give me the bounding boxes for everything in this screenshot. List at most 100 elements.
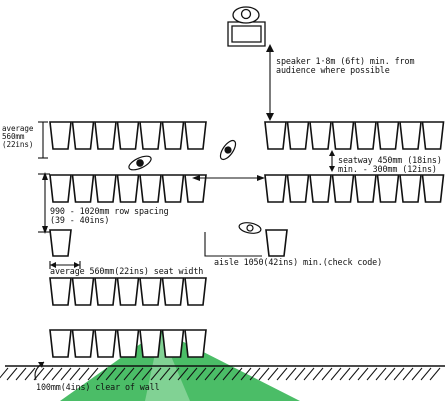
right-row-2-seat-3 [309,174,332,203]
left-row-1-seat-3 [94,121,117,150]
hatch-stroke [375,367,387,381]
hatch-stroke [420,367,432,381]
hatch-stroke [303,367,315,381]
hatch-stroke [6,367,18,381]
hatch-stroke [384,367,396,381]
left-row-2-seat-4 [116,174,140,203]
hatch-stroke [411,367,423,381]
hatch-stroke [222,367,234,381]
row-spacing-label: 990 - 1020mm row spacing (39 - 40ins) [50,206,169,225]
hatch-stroke [87,367,99,381]
hatch-stroke [267,367,279,381]
right-row-2-seat-7 [399,174,422,203]
left-row-4-seat-1 [49,277,72,306]
left-row-3-seat-1 [49,229,72,257]
left-row-5-seat-5 [139,329,162,358]
left-row-5-seat-6 [161,329,185,358]
left-row-4-seat-4 [116,277,140,306]
hatch-stroke [285,367,297,381]
hatch-stroke [276,367,288,381]
hatch-stroke [42,367,54,381]
seat-width-arrow-left [50,262,56,268]
hatch-stroke [69,367,81,381]
hatch-stroke [339,367,351,381]
left-row-2-seat-3 [94,174,117,203]
left-row-5-seat-7 [184,329,207,358]
hatch-stroke [15,367,27,381]
left-row-5-seat-2 [71,329,95,358]
person-in-seatway-left [128,155,152,171]
hatch-stroke [150,367,162,381]
right-row-2-seat-5 [354,174,377,203]
left-row-1-seat-5 [139,121,162,150]
speaker-arrow-bottom [266,113,274,121]
right-row-1-seat-1 [264,121,287,150]
left-row-2-seat-1 [49,174,72,203]
hatch-stroke [123,367,135,381]
hatch-stroke [105,367,117,381]
right-row-1-seat-8 [421,121,445,150]
right-row-1-seat-6 [376,121,400,150]
seat-depth-label: average 560mm (22ins) [2,124,34,149]
speaker-figure [227,6,266,47]
wall-clearance-arrow [38,362,44,368]
wall-clearance-label: 100mm(4ins) clear of wall [36,382,160,392]
seatway-label: seatway 450mm (18ins) min. - 300mm (12in… [338,155,442,174]
right-row-2-seat-8 [421,174,445,203]
right-row-1-seat-5 [354,121,377,150]
left-row-4-seat-5 [139,277,162,306]
right-row-2-seat-4 [331,174,355,203]
seat-width-label: average 560mm(22ins) seat width [50,266,204,276]
speaker-arrow-top [266,44,274,52]
hatch-stroke [132,367,144,381]
left-row-5-seat-3 [94,329,117,358]
hatch-stroke [312,367,324,381]
hatch-stroke [0,367,9,379]
aisle-label: aisle 1050(42ins) min.(check code) [214,257,383,267]
left-row-2-seat-7 [184,174,207,203]
left-row-1-seat-4 [116,121,140,150]
right-row-3-seat-1 [265,229,288,257]
hatch-stroke [249,367,261,381]
hatch-stroke [168,367,180,381]
hatch-stroke [141,367,153,381]
right-row-1-seat-3 [309,121,332,150]
left-row-5-seat-4 [116,329,140,358]
right-row-2-seat-6 [376,174,400,203]
hatch-stroke [177,367,189,381]
arrowheads [38,44,335,368]
left-row-4-seat-3 [94,277,117,306]
lectern-inner [231,25,262,43]
hatch-stroke [186,367,198,381]
hatch-stroke [258,367,270,381]
hatch-stroke [330,367,342,381]
hatch-stroke [366,367,378,381]
hatch-stroke [213,367,225,381]
left-row-2-seat-6 [161,174,185,203]
hatch-stroke [159,367,171,381]
left-row-1-seat-2 [71,121,95,150]
hatch-stroke [429,367,441,381]
hatch-stroke [51,367,63,381]
left-row-5-seat-1 [49,329,72,358]
hatch-stroke [114,367,126,381]
left-row-4-seat-7 [184,277,207,306]
row-spacing-arrow-bottom [42,226,48,234]
aisle-arrow-right [257,175,265,181]
hatch-stroke [321,367,333,381]
hatch-stroke [348,367,360,381]
person-in-seatway-center [219,139,237,161]
hatch-stroke [402,367,414,381]
left-row-1-seat-7 [184,121,207,150]
aisle-arrow-left [192,175,200,181]
seatway-arrow-top [329,150,335,156]
hatch-stroke [60,367,72,381]
people-figures [128,139,262,234]
left-row-4-seat-2 [71,277,95,306]
hatch-stroke [357,367,369,381]
right-row-1-seat-4 [331,121,355,150]
hatch-stroke [78,367,90,381]
hatch-stroke [240,367,252,381]
